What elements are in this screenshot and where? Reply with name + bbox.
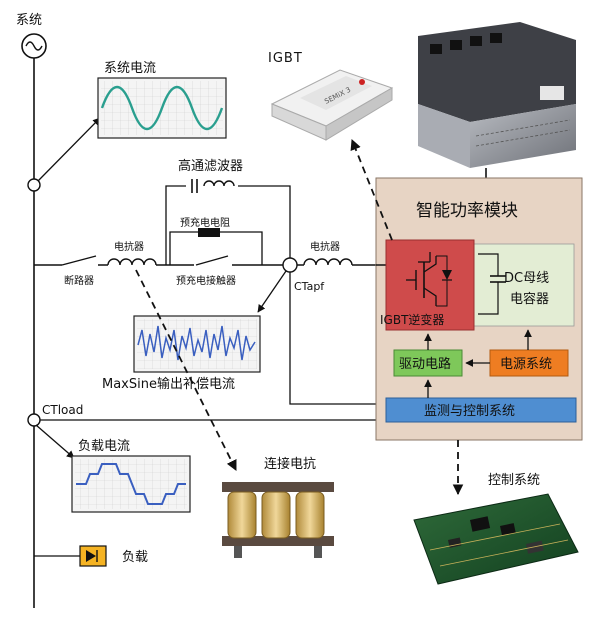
precharge-contactor-icon — [195, 255, 229, 266]
ac-source-icon — [21, 33, 47, 59]
ctapf-label: CTapf — [294, 280, 325, 293]
load-icon — [79, 545, 107, 567]
igbt-dashed-arrow — [350, 138, 393, 241]
dc-bus-cap-line2: 电容器 — [510, 291, 549, 307]
system-label: 系统 — [16, 13, 42, 28]
load-current-label: 负载电流 — [78, 439, 130, 454]
dc-bus-cap-line1: DC母线 — [504, 271, 549, 286]
hp-filter-icon — [186, 178, 238, 193]
comp-current-waveform — [137, 325, 256, 361]
power-system-block — [489, 349, 569, 377]
system-current-scope — [97, 77, 227, 139]
drive-circuit-block — [393, 349, 463, 377]
reactor-right-icon — [303, 258, 353, 267]
ctload-icon — [27, 413, 41, 427]
system-current-label: 系统电流 — [104, 61, 156, 76]
reactor-left-icon — [107, 258, 157, 267]
conn-reactor-label: 连接电抗 — [264, 456, 316, 472]
monitor-control-label: 监测与控制系统 — [424, 404, 515, 419]
load-current-arrow — [35, 424, 75, 459]
system-current-waveform — [100, 86, 224, 130]
igbt-label: IGBT — [268, 51, 303, 66]
load-current-scope — [71, 455, 191, 513]
comp-current-scope — [133, 315, 261, 373]
reactor-left-label: 电抗器 — [114, 240, 144, 253]
control-system-label: 控制系统 — [488, 473, 540, 488]
capacitor-icon — [478, 253, 506, 315]
system-current-arrow — [37, 117, 101, 182]
drive-circuit-label: 驱动电路 — [399, 356, 451, 372]
module-title: 智能功率模块 — [416, 201, 518, 221]
load-label: 负载 — [122, 550, 148, 565]
ctapf-icon — [282, 257, 298, 273]
precharge-contactor-label: 预充电接触器 — [176, 274, 236, 287]
monitor-control-block — [385, 397, 577, 423]
igbt-inverter-label: IGBT逆变器 — [380, 312, 444, 327]
ctload-label: CTload — [42, 403, 83, 417]
comp-current-label: MaxSine输出补偿电流 — [102, 376, 235, 392]
dc-bus-cap-block — [473, 243, 575, 327]
ctapf-to-monitor-line — [289, 272, 387, 408]
hp-filter-label: 高通滤波器 — [178, 158, 243, 174]
breaker-label: 断路器 — [64, 274, 94, 287]
conn-reactor-dashed-arrow — [135, 269, 237, 471]
power-system-label: 电源系统 — [500, 357, 552, 372]
breaker-icon — [61, 255, 98, 268]
igbt-transistor-icon — [406, 252, 452, 307]
load-current-waveform — [76, 463, 186, 505]
power-unit-image — [418, 22, 576, 168]
precharge-resistor-label: 预充电电阻 — [180, 216, 230, 229]
igbt-module-image: SEMiX 3 — [270, 69, 394, 141]
reactor-right-label: 电抗器 — [310, 240, 340, 253]
precharge-resistor-icon — [198, 228, 220, 237]
control-board-image — [413, 493, 579, 585]
system-ct-icon — [27, 178, 41, 192]
conn-reactor-image — [222, 482, 334, 558]
ctapf-arrow — [257, 270, 287, 313]
